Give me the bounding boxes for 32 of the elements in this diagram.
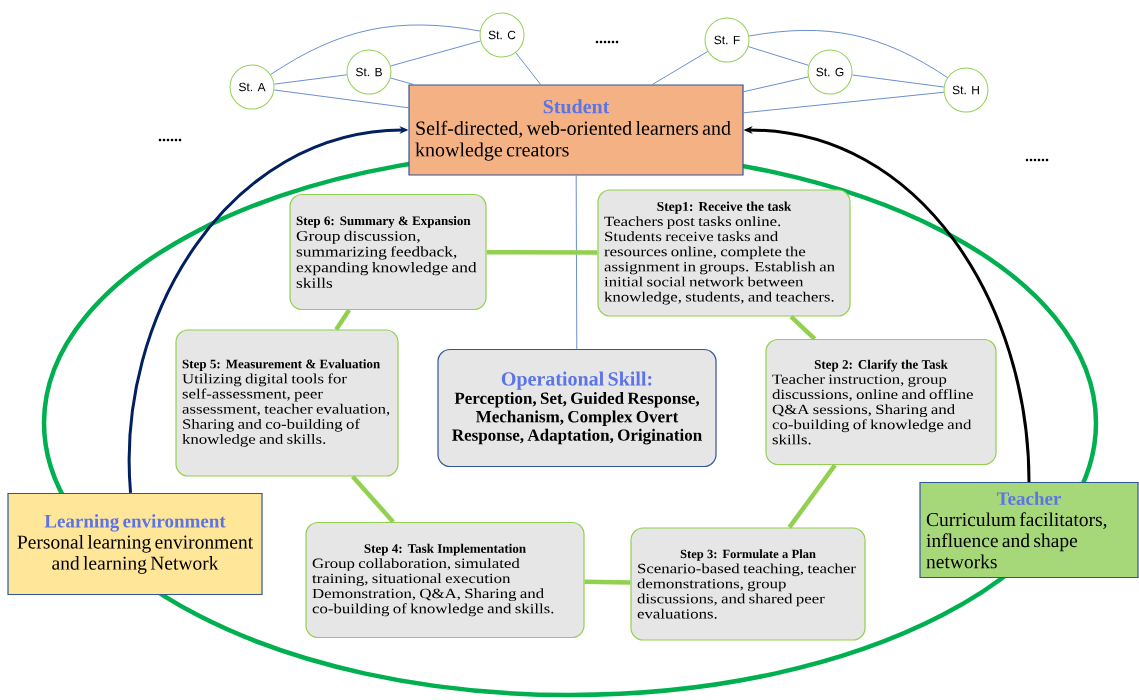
cycle-link	[351, 475, 395, 524]
step-box: Step 6: Summary & Expansion Group discussion, summarizing feedback, expanding knowledge and skills	[289, 193, 487, 311]
cycle-link	[486, 250, 598, 255]
connector-line	[575, 175, 578, 350]
connector-line	[273, 89, 409, 109]
connector-line	[390, 40, 481, 67]
teacher-box: Teacher Curriculum facilitators, influence and shape networks	[919, 481, 1139, 579]
connector-line	[748, 46, 809, 66]
ellipsis-text: ......	[1025, 158, 1049, 162]
step-box: Step 2: Clarify the Task Teacher instruction, group discussions, online and offline Q&A sessions, Sharing and co-building of knowledge and skills.	[765, 338, 997, 466]
step-box: Step 4: Task Implementation Group collaboration, simulated training, situational execution Demonstration, Q&A, Sharing and co-building of knowledge and skills.	[305, 521, 585, 639]
connector-line	[515, 52, 541, 85]
connector-line	[652, 51, 709, 85]
ellipsis-text: ......	[158, 138, 182, 142]
skill-box: Operational Skill: Perception, Set, Guided Response, Mechanism, Complex Overt Response, Adaptation, Origination	[437, 348, 717, 468]
connector-line	[748, 30, 948, 78]
cycle-link	[584, 579, 631, 585]
step-box: Step1: Receive the task Teachers post tasks online. Students receive tasks and resources online, complete the assignment in groups. Establish an initial social network between knowledge, students, and teachers.	[597, 189, 851, 317]
cycle-link	[789, 314, 817, 341]
student-box: Student Self-directed, web-oriented learners and knowledge creators	[408, 84, 744, 176]
connector-line	[743, 76, 809, 93]
cycle-link	[787, 463, 837, 529]
connector-line	[743, 91, 945, 114]
step-box: Step 3: Formulate a Plan Scenario-based teaching, teacher demonstrations, group discussions, and shared peer evaluations.	[630, 527, 866, 641]
cycle-link	[334, 308, 351, 331]
connector-line	[390, 77, 414, 85]
ellipsis-text: ......	[595, 40, 619, 44]
connector-line	[273, 74, 348, 85]
connector-line	[851, 74, 945, 88]
connector-line	[270, 24, 481, 75]
step-box: Step 5: Measurement & Evaluation Utilizing digital tools for self-assessment, peer assessment, teacher evaluation, Sharing and co-building of knowledge and skills.	[175, 329, 399, 477]
environment-box: Learning environment Personal learning environment and learning Network	[7, 492, 263, 596]
